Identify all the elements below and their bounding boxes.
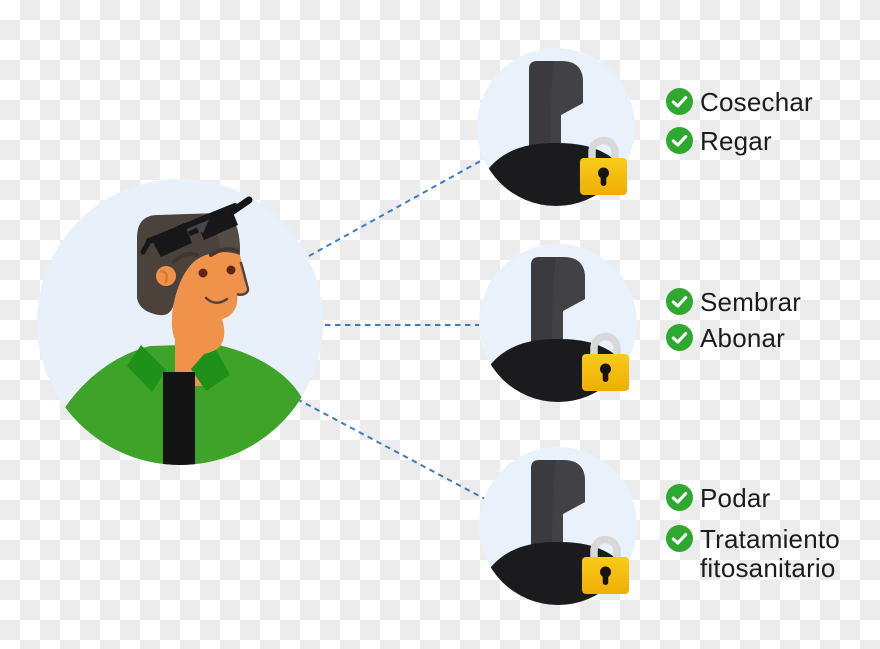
owner-avatar (37, 179, 323, 465)
delegate-avatar-1 (476, 48, 636, 213)
permission-group-1: Cosechar Regar (666, 88, 813, 156)
permission-label: Podar (700, 483, 771, 513)
eye-right (226, 265, 236, 275)
connection-line-3 (296, 398, 486, 500)
permission-label: Cosechar (700, 87, 813, 117)
check-icon (666, 127, 693, 154)
permission-label: Tratamiento fitosanitario (700, 524, 840, 583)
sunglasses-icon (140, 196, 253, 257)
check-icon (666, 324, 693, 351)
permission-row: Podar (666, 484, 878, 513)
nose (236, 261, 250, 296)
check-icon (666, 288, 693, 315)
owner-head (137, 196, 253, 355)
permission-row: Regar (666, 127, 813, 156)
face (171, 252, 247, 355)
check-icon (666, 88, 693, 115)
connection-line-1 (308, 157, 487, 257)
mouth-smile (204, 296, 229, 304)
permission-row: Abonar (666, 324, 801, 353)
permission-row: Cosechar (666, 88, 813, 117)
delegate-avatar-2 (478, 244, 638, 409)
delegate-avatar-3 (478, 447, 638, 612)
permission-label: Abonar (700, 323, 786, 353)
eye-left (198, 268, 208, 278)
check-icon (666, 484, 693, 511)
permission-group-2: Sembrar Abonar (666, 288, 801, 353)
eyebrow-right (209, 247, 239, 257)
permission-row: Tratamiento fitosanitario (666, 525, 878, 583)
permission-label: Regar (700, 126, 772, 156)
check-icon (666, 525, 693, 552)
collar-left (127, 345, 166, 392)
black-tshirt (163, 372, 195, 465)
permission-label: Sembrar (700, 287, 802, 317)
collar-right (191, 344, 230, 391)
permission-group-3: Podar Tratamiento fitosanitario (666, 484, 878, 583)
eyebrow-left (172, 251, 199, 264)
permission-row: Sembrar (666, 288, 801, 317)
